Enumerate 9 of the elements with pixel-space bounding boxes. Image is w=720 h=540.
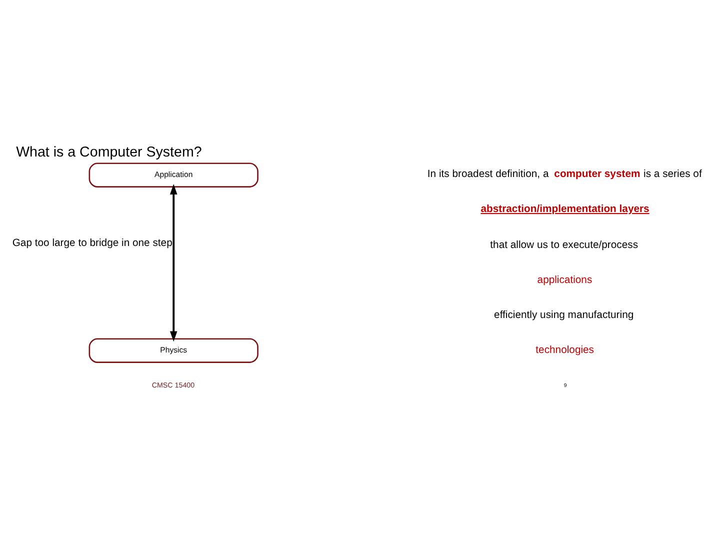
label: abstraction/implementation layers <box>480 204 650 216</box>
label: applications <box>537 274 592 286</box>
label: In its broadest definition, a computer system is a series of <box>427 168 702 180</box>
label: that allow us to execute/process <box>490 240 638 251</box>
arrow <box>170 184 178 342</box>
edge-label: Gap too large to bridge in one step <box>12 238 172 249</box>
label: efficiently using manufacturing <box>494 310 634 321</box>
label: technologies <box>536 345 594 356</box>
diagram-title: What is a Computer System? <box>16 144 202 161</box>
